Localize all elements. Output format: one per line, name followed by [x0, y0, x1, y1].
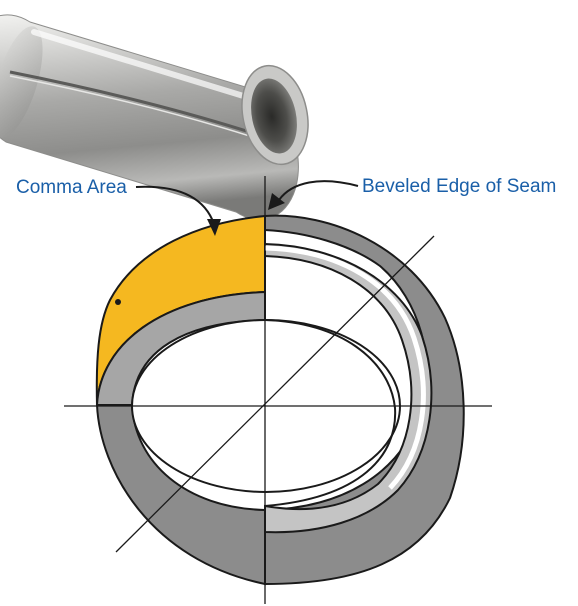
pin-left-end: [0, 26, 43, 138]
pin-highlight: [31, 29, 253, 101]
inner-ring: [95, 290, 266, 406]
coil-inner-edge: [264, 319, 397, 507]
pin-seam: [9, 70, 263, 138]
pin-bore: [251, 78, 297, 154]
comma-marker-dot: [115, 299, 121, 305]
pin-seam-highlight: [9, 75, 263, 141]
comma-area-arrow: [135, 185, 221, 236]
right-outer-ring: [264, 214, 465, 586]
beveled-edge-arrow: [268, 180, 359, 210]
diagonal-centerline: [115, 235, 435, 553]
cross-section: [64, 176, 492, 604]
inner-coil: [264, 242, 433, 534]
spring-pin-photo-icon: [0, 14, 309, 221]
seam-gap: [264, 245, 426, 490]
comma-area-label: Comma Area: [16, 177, 127, 198]
beveled-edge-label: Beveled Edge of Seam: [362, 176, 556, 197]
